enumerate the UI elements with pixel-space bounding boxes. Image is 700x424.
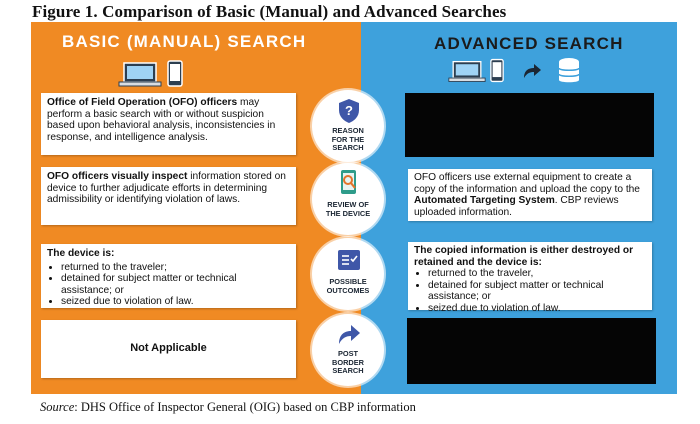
list-item: seized due to violation of law. bbox=[61, 296, 290, 308]
post-border-search-badge: POST BORDER SEARCH bbox=[312, 314, 384, 386]
review-of-device-badge: REVIEW OF THE DEVICE bbox=[312, 163, 384, 235]
row-label-review: REVIEW OF THE DEVICE bbox=[325, 200, 371, 218]
advanced-reason-redacted bbox=[405, 93, 654, 157]
basic-outcomes-strong: The device is: bbox=[47, 248, 115, 259]
basic-post-border-strong: Not Applicable bbox=[130, 342, 207, 355]
row-label-post-border: POST BORDER SEARCH bbox=[331, 349, 365, 375]
advanced-review-text-after: . CBP reviews uploaded information. bbox=[414, 195, 619, 218]
question-shield-icon: ? bbox=[339, 99, 359, 123]
basic-reason-strong: Office of Field Operation (OFO) officers bbox=[47, 97, 238, 108]
row-label-outcomes: POSSIBLE OUTCOMES bbox=[326, 277, 370, 295]
advanced-search-heading: ADVANCED SEARCH bbox=[434, 34, 624, 53]
source-label: Source bbox=[40, 400, 75, 414]
laptop-icon bbox=[448, 60, 486, 82]
advanced-outcomes-card: The copied information is either destroy… bbox=[408, 242, 652, 314]
share-arrow-icon bbox=[524, 64, 541, 78]
phone-icon bbox=[490, 58, 504, 83]
advanced-review-card: OFO officers use external equipment to c… bbox=[408, 169, 652, 221]
advanced-review-text-before: OFO officers use external equipment to c… bbox=[414, 172, 640, 195]
phone-magnifier-icon bbox=[341, 170, 356, 194]
basic-search-heading: BASIC (MANUAL) SEARCH bbox=[62, 32, 307, 51]
basic-review-card: OFO officers visually inspect informatio… bbox=[41, 167, 296, 225]
possible-outcomes-badge: POSSIBLE OUTCOMES bbox=[312, 238, 384, 310]
svg-text:?: ? bbox=[345, 103, 353, 118]
list-item: returned to the traveler, bbox=[428, 268, 646, 280]
share-arrow-icon bbox=[339, 325, 360, 344]
advanced-outcomes-list: returned to the traveler, detained for s… bbox=[414, 268, 646, 314]
list-item: seized due to violation of law. bbox=[428, 303, 646, 315]
list-item: detained for subject matter or technical… bbox=[428, 280, 646, 303]
source-text: : DHS Office of Inspector General (OIG) … bbox=[74, 400, 416, 414]
basic-outcomes-list: returned to the traveler; detained for s… bbox=[47, 262, 290, 308]
checklist-icon bbox=[338, 250, 360, 270]
advanced-outcomes-strong: The copied information is either destroy… bbox=[414, 245, 634, 268]
figure-title: Figure 1. Comparison of Basic (Manual) a… bbox=[32, 2, 507, 21]
list-item: detained for subject matter or technical… bbox=[61, 273, 290, 296]
advanced-post-border-redacted bbox=[407, 318, 656, 384]
advanced-review-strong: Automated Targeting System bbox=[414, 195, 555, 206]
reason-for-search-badge: ? REASON FOR THE SEARCH bbox=[312, 90, 384, 162]
basic-reason-text: may perform a basic search with or witho… bbox=[47, 97, 276, 143]
basic-review-strong: OFO officers visually inspect bbox=[47, 171, 188, 182]
row-label-reason: REASON FOR THE SEARCH bbox=[331, 126, 365, 152]
list-item: returned to the traveler; bbox=[61, 262, 290, 274]
basic-review-text: information stored on device to further … bbox=[47, 171, 286, 205]
phone-icon bbox=[167, 60, 183, 87]
figure-source: Source: DHS Office of Inspector General … bbox=[40, 400, 416, 415]
basic-post-border-card: Not Applicable bbox=[41, 320, 296, 378]
basic-outcomes-card: The device is: returned to the traveler;… bbox=[41, 244, 296, 308]
database-icon bbox=[558, 58, 580, 83]
laptop-icon bbox=[118, 62, 162, 87]
basic-reason-card: Office of Field Operation (OFO) officers… bbox=[41, 93, 296, 155]
